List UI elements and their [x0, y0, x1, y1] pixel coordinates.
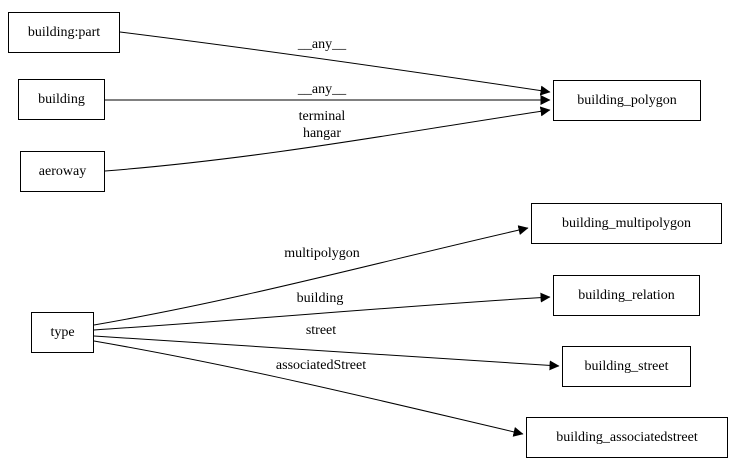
edge-label-associatedstreet: associatedStreet [273, 358, 369, 373]
edge-label-hangar: hangar [300, 126, 344, 141]
node-building-relation: building_relation [553, 275, 700, 316]
edge-type-to-building-multipolygon [93, 225, 529, 326]
node-building-street: building_street [562, 346, 691, 387]
edge-label-building: building [294, 291, 346, 306]
node-aeroway: aeroway [20, 151, 105, 192]
node-building-associatedstreet: building_associatedstreet [526, 417, 728, 458]
edge-type-to-building-relation [93, 292, 551, 331]
edge-label-street: street [303, 323, 339, 338]
edge-label-any-building: __any__ [295, 82, 349, 97]
edge-building-part-to-building-polygon [119, 31, 551, 96]
edge-label-any-building-part: __any__ [295, 37, 349, 52]
node-building-part: building:part [8, 12, 120, 53]
node-building-multipolygon: building_multipolygon [531, 203, 722, 244]
edge-label-terminal: terminal [296, 109, 348, 124]
node-building: building [18, 79, 105, 120]
node-building-polygon: building_polygon [553, 80, 701, 121]
node-type: type [31, 312, 94, 353]
edge-type-to-building-street [93, 335, 560, 371]
edge-label-multipolygon: multipolygon [282, 246, 362, 261]
edge-type-to-building-associatedstreet [93, 340, 524, 437]
edge-aeroway-to-building-polygon [104, 106, 551, 172]
